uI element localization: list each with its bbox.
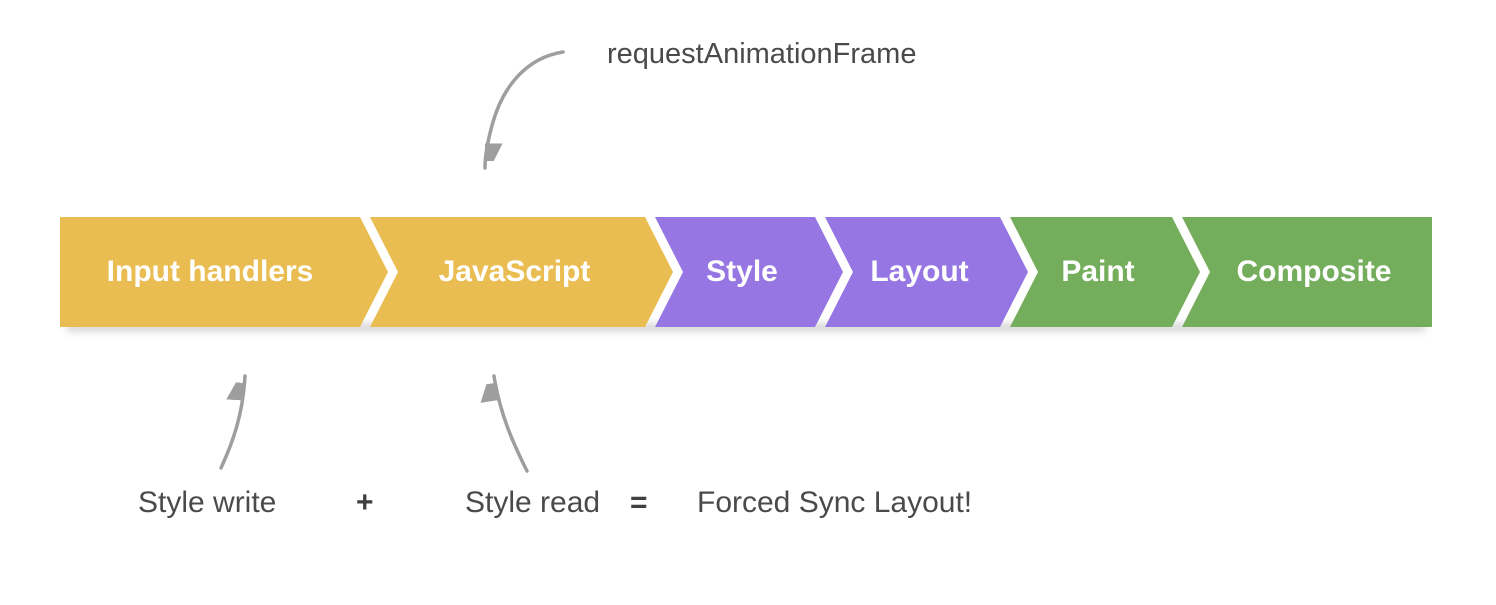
stage-layout: Layout xyxy=(825,217,1028,327)
equals-operator: = xyxy=(630,486,648,519)
style-write-arrow xyxy=(219,374,247,470)
raf-arrow xyxy=(483,50,565,170)
forced-sync-layout-label: Forced Sync Layout! xyxy=(697,486,973,519)
stage-paint: Paint xyxy=(1010,217,1200,327)
pipeline-bar-shadow xyxy=(66,324,1426,331)
plus-operator: + xyxy=(356,486,374,519)
raf-label: requestAnimationFrame xyxy=(607,38,917,70)
stage-composite: Composite xyxy=(1182,217,1432,327)
style-write-label: Style write xyxy=(138,486,277,519)
stage-input-handlers: Input handlers xyxy=(60,217,388,327)
stage-javascript: JavaScript xyxy=(370,217,673,327)
stage-style: Style xyxy=(655,217,843,327)
style-read-label: Style read xyxy=(465,486,601,519)
style-read-arrow xyxy=(494,374,529,473)
